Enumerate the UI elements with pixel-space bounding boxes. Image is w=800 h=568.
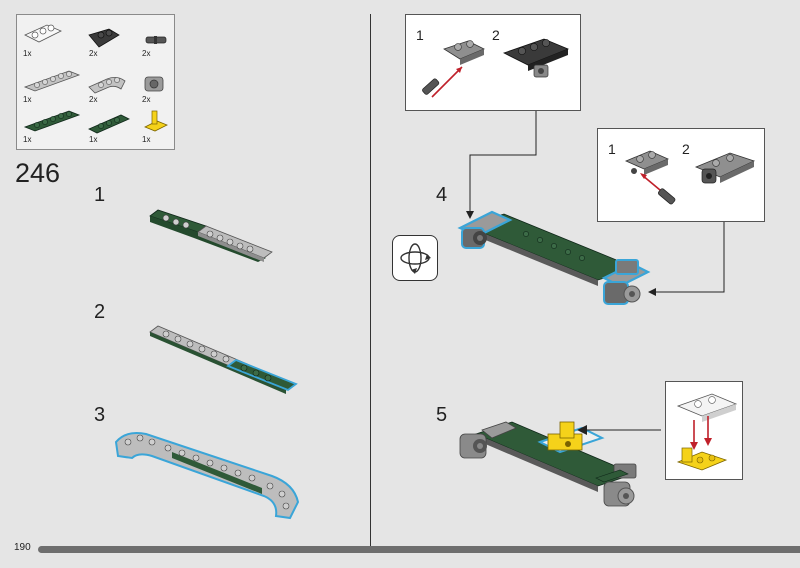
substep-number: 1 — [94, 184, 106, 206]
dark-green-plate-part — [23, 110, 81, 132]
substep-2-assembly — [149, 325, 298, 394]
callout-connector-top — [466, 111, 537, 219]
callout-bottom — [665, 381, 743, 480]
substep-number: 4 — [436, 184, 448, 206]
callout-connector-mid — [648, 222, 725, 296]
dark-bracket-part — [88, 28, 120, 48]
callout-step-number: 2 — [492, 27, 500, 43]
substep-3-assembly — [114, 432, 300, 520]
part-qty: 1x — [23, 95, 32, 104]
callout-step-number: 1 — [608, 141, 616, 157]
parts-list: 1x 2x 2x 1x 2x 2x 1x — [16, 14, 175, 150]
part-qty: 2x — [142, 95, 151, 104]
callout-step-number: 1 — [416, 27, 424, 43]
curved-plate-part — [88, 77, 126, 94]
part-qty: 2x — [89, 95, 98, 104]
part-qty: 2x — [89, 49, 98, 58]
page-progress-bar — [38, 546, 800, 553]
substep-number: 3 — [94, 404, 106, 426]
part-qty: 1x — [89, 135, 98, 144]
part-qty: 1x — [23, 135, 32, 144]
callout-top-step1 — [422, 40, 485, 98]
page-number: 190 — [14, 542, 31, 553]
callout-top-step2 — [502, 38, 570, 78]
part-qty: 1x — [23, 49, 32, 58]
callout-mid-step1 — [624, 150, 676, 205]
pin-hole-part — [144, 76, 164, 92]
pin-part — [145, 36, 167, 44]
yellow-clip-part — [144, 110, 168, 132]
main-step-number: 246 — [15, 158, 61, 188]
callout-connector-bottom — [577, 425, 661, 435]
substep-1-assembly — [149, 209, 273, 262]
substep-4-assembly — [457, 210, 651, 305]
white-bracket-part — [24, 24, 62, 43]
substep-number: 5 — [436, 404, 448, 426]
column-divider — [370, 14, 371, 546]
part-qty: 1x — [142, 135, 151, 144]
callout-bottom-assembly — [676, 393, 738, 471]
substep-number: 2 — [94, 301, 106, 323]
rotate-model-icon — [392, 235, 438, 281]
dark-green-short-plate-part — [88, 114, 130, 134]
callout-mid-step2 — [694, 152, 756, 184]
light-gray-plate-part — [23, 70, 81, 92]
callout-step-number: 2 — [682, 141, 690, 157]
callout-mid: 1 2 — [597, 128, 765, 222]
part-qty: 2x — [142, 49, 151, 58]
callout-top: 1 2 — [405, 14, 581, 111]
